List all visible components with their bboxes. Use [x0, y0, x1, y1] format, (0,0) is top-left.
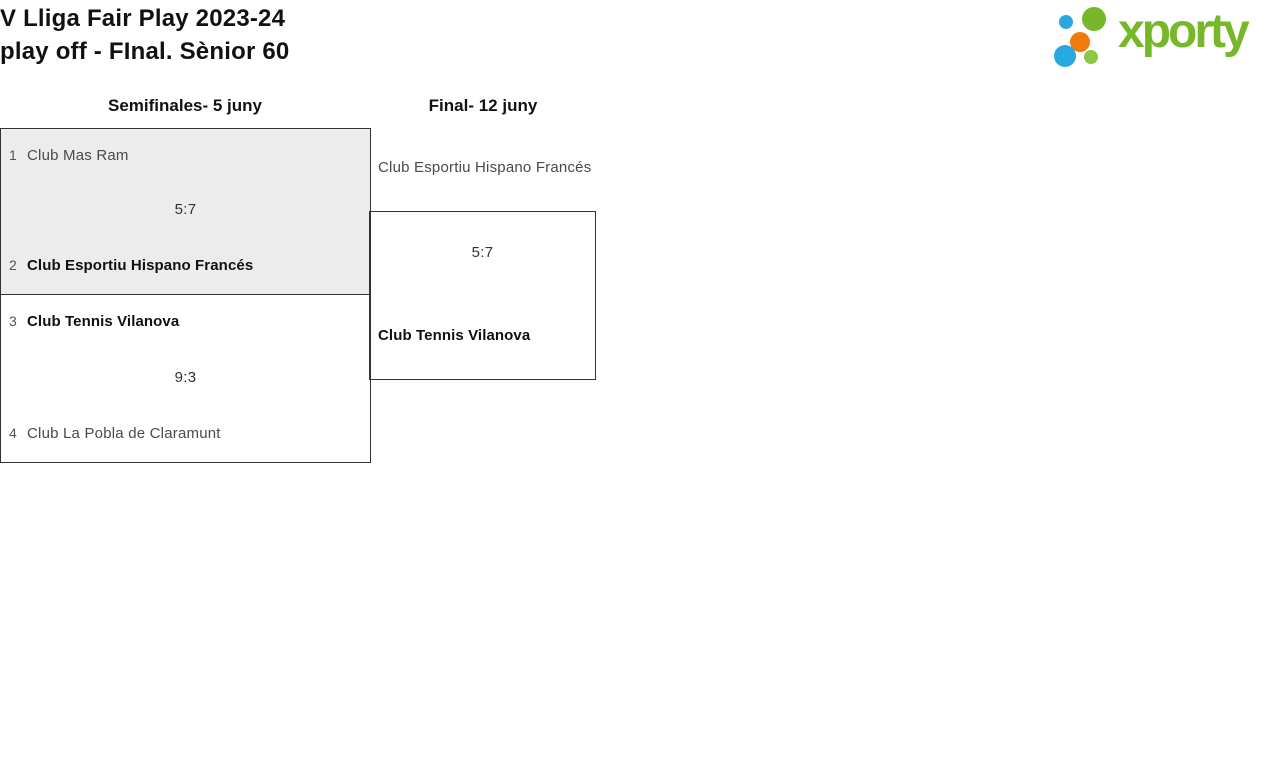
logo-dot-blue-big	[1054, 45, 1076, 67]
logo-dot-green-small	[1084, 50, 1098, 64]
team-row-seed1: 1 Club Mas Ram	[9, 147, 364, 164]
round-header-semifinals: Semifinales- 5 juny	[108, 96, 262, 115]
logo-dot-green-big	[1082, 7, 1106, 31]
match-score: 5:7	[471, 244, 494, 261]
match-final: 5:7 Club Tennis Vilanova	[369, 211, 596, 380]
page-title-line1: V Lliga Fair Play 2023-24	[0, 5, 286, 32]
logo-dot-orange	[1070, 32, 1090, 52]
logo-dot-blue-small	[1059, 15, 1073, 29]
xporty-logo[interactable]: xporty	[1048, 0, 1280, 70]
team-row-seed2: 2 Club Esportiu Hispano Francés	[9, 257, 364, 274]
round-header-final: Final- 12 juny	[428, 96, 538, 115]
team-name-winner: Club Tennis Vilanova	[27, 313, 180, 330]
match-semifinal-2: 3 Club Tennis Vilanova 9:3 4 Club La Pob…	[0, 294, 371, 463]
team-name: Club Mas Ram	[27, 147, 129, 164]
team-row-final-winner: Club Tennis Vilanova	[378, 327, 530, 345]
team-row-seed3: 3 Club Tennis Vilanova	[9, 313, 364, 330]
xporty-logo-dots-icon	[1048, 0, 1118, 70]
team-seed: 1	[9, 147, 17, 163]
team-row-seed4: 4 Club La Pobla de Claramunt	[9, 425, 364, 442]
team-seed: 2	[9, 257, 17, 273]
match-score: 9:3	[174, 369, 197, 386]
match-semifinal-1: 1 Club Mas Ram 5:7 2 Club Esportiu Hispa…	[0, 128, 371, 295]
team-name: Club La Pobla de Claramunt	[27, 425, 221, 442]
team-seed: 3	[9, 313, 17, 329]
xporty-logo-text: xporty	[1118, 5, 1250, 58]
page-title: V Lliga Fair Play 2023-24 play off - FIn…	[0, 2, 289, 68]
match-score: 5:7	[174, 201, 197, 218]
team-name-winner: Club Tennis Vilanova	[378, 327, 531, 344]
page-title-line2: play off - FInal. Sènior 60	[0, 38, 290, 65]
team-seed: 4	[9, 425, 17, 441]
final-team-top: Club Esportiu Hispano Francés	[378, 159, 592, 176]
team-name-winner: Club Esportiu Hispano Francés	[27, 257, 254, 274]
